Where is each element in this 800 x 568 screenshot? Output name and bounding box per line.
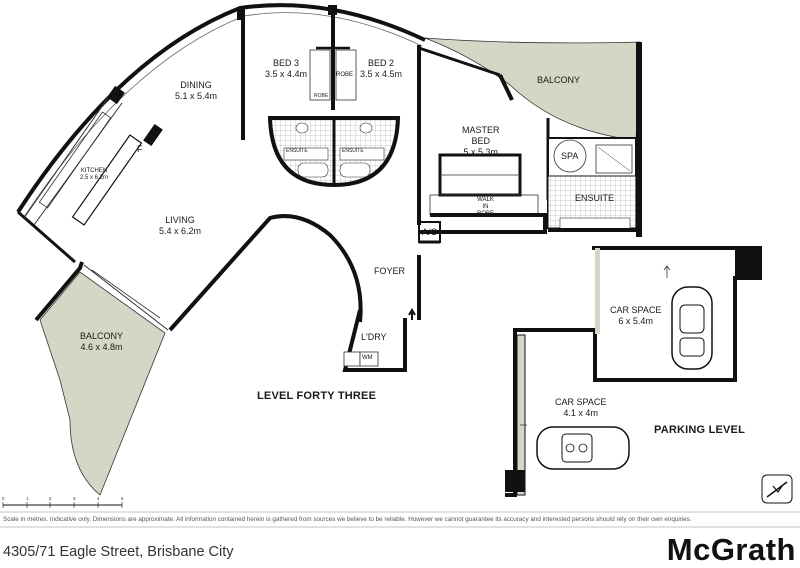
- property-address: 4305/71 Eagle Street, Brisbane City: [3, 544, 234, 560]
- wm-label: WM: [362, 355, 373, 361]
- compass-icon: [761, 474, 793, 504]
- car-space-2-label: CAR SPACE 4.1 x 4m: [555, 397, 606, 419]
- car2-size: 4.1 x 4m: [563, 408, 598, 418]
- parking-heading: PARKING LEVEL: [654, 424, 746, 436]
- spa-label: SPA: [561, 151, 579, 161]
- outer-curved-wall: [16, 3, 426, 214]
- robe-a-label: ROBE: [314, 93, 329, 99]
- master-bed-label: MASTER BED 5 x 5.3m: [462, 125, 500, 158]
- walk-in-line1: WALK: [477, 197, 494, 203]
- scale-tick-4: 4: [97, 496, 100, 501]
- bed3-size: 3.5 x 4.4m: [265, 69, 308, 79]
- dining-label: DINING 5.1 x 5.4m: [175, 80, 217, 102]
- entry-arrow-icon: [408, 308, 416, 320]
- master-name: MASTER: [462, 125, 500, 135]
- master-size: 5 x 5.3m: [463, 147, 499, 157]
- kitchen-window: [17, 210, 76, 264]
- ac-label: A/C: [422, 227, 438, 237]
- living-size: 5.4 x 6.2m: [159, 226, 202, 236]
- car2-name: CAR SPACE: [555, 397, 607, 407]
- balcony-top-fill: [424, 37, 641, 141]
- living-label: LIVING 5.4 x 6.2m: [159, 215, 201, 237]
- dining-name: DINING: [180, 80, 212, 90]
- kitchen-size: 2.5 x 6.2m: [80, 175, 109, 181]
- bed2-name: BED 2: [368, 58, 395, 68]
- walk-in-line2: IN: [482, 204, 489, 210]
- laundry-label: L'DRY: [361, 332, 387, 342]
- balcony-left-label: BALCONY 4.6 x 4.8m: [80, 331, 123, 353]
- walk-in-robe-label: WALK IN ROBE: [477, 197, 494, 218]
- balcony-left-size: 4.6 x 4.8m: [80, 342, 123, 352]
- bed3-name: BED 3: [273, 58, 300, 68]
- ensuite-master-label: ENSUITE: [575, 193, 615, 203]
- bed2-label: BED 2 3.5 x 4.5m: [360, 58, 402, 80]
- spa-tub: [553, 139, 587, 173]
- robe-b-label: ROBE: [336, 72, 354, 78]
- robe-b: [335, 49, 357, 101]
- level-heading: LEVEL FORTY THREE: [257, 390, 377, 402]
- fridge-label: F: [137, 144, 143, 154]
- walk-in-line3: ROBE: [477, 211, 495, 217]
- balcony-left-name: BALCONY: [80, 331, 124, 341]
- kitchen-label: KITCHEN 2.5 x 6.2m: [80, 168, 108, 182]
- robe-a: [309, 49, 331, 101]
- ensuite-a-label: ENSUITE: [286, 148, 308, 154]
- scale-tick-1: 1: [26, 496, 29, 501]
- car1-name: CAR SPACE: [610, 305, 662, 315]
- bed2-size: 3.5 x 4.5m: [360, 69, 403, 79]
- balcony-top-label: BALCONY: [537, 75, 581, 85]
- dining-size: 5.1 x 5.4m: [175, 91, 218, 101]
- kitchen-name: KITCHEN: [80, 168, 108, 174]
- living-name: LIVING: [165, 215, 195, 225]
- master-name2: BED: [471, 136, 491, 146]
- car-space-1-label: CAR SPACE 6 x 5.4m: [610, 305, 661, 327]
- kitchen-bench: [38, 111, 112, 209]
- scale-tick-0: 0: [2, 496, 5, 501]
- kitchen-island: [71, 134, 143, 226]
- car-icon: [671, 286, 713, 370]
- living-curved-wall: [168, 214, 363, 332]
- scale-tick-5: 5: [121, 496, 124, 501]
- ensuite-b-label: ENSUITE: [342, 148, 364, 154]
- balcony-left-fill: [39, 271, 166, 496]
- convertible-car-icon: [536, 426, 630, 470]
- scale-tick-2: 2: [49, 496, 52, 501]
- foyer-label: FOYER: [374, 266, 406, 276]
- disclaimer-text: Scale in metres. Indicative only. Dimens…: [3, 516, 692, 523]
- agency-logo: McGrath: [666, 532, 796, 567]
- car1-size: 6 x 5.4m: [618, 316, 653, 326]
- scale-tick-3: 3: [73, 496, 76, 501]
- bed3-label: BED 3 3.5 x 4.4m: [265, 58, 307, 80]
